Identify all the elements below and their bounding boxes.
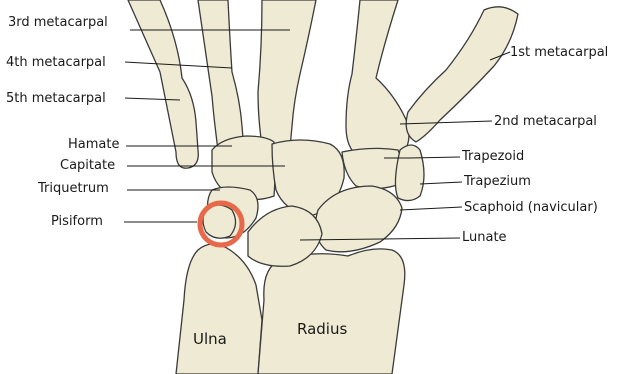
label-capitate: Capitate bbox=[60, 158, 115, 173]
label-triquetrum: Triquetrum bbox=[37, 181, 109, 196]
label-metacarpal-5: 5th metacarpal bbox=[6, 91, 106, 106]
metacarpal-5-bone bbox=[128, 0, 198, 168]
metacarpal-3-bone bbox=[258, 0, 316, 150]
label-hamate: Hamate bbox=[68, 137, 119, 152]
label-trapezium: Trapezium bbox=[463, 174, 531, 189]
radius-bone bbox=[258, 249, 405, 374]
leader-trapezium bbox=[420, 182, 462, 184]
trapezium-bone bbox=[395, 145, 424, 201]
trapezoid-bone bbox=[342, 148, 403, 188]
label-lunate: Lunate bbox=[462, 230, 507, 245]
label-metacarpal-4: 4th metacarpal bbox=[6, 55, 106, 70]
label-radius: Radius bbox=[297, 320, 347, 338]
label-metacarpal-2: 2nd metacarpal bbox=[494, 114, 597, 129]
label-trapezoid: Trapezoid bbox=[461, 149, 524, 164]
metacarpal-2-bone bbox=[346, 0, 409, 159]
label-scaphoid: Scaphoid (navicular) bbox=[464, 200, 598, 215]
ulna-bone bbox=[176, 244, 262, 374]
label-metacarpal-3: 3rd metacarpal bbox=[8, 15, 108, 30]
leader-scaphoid bbox=[400, 207, 462, 210]
label-ulna: Ulna bbox=[193, 330, 227, 348]
label-metacarpal-1: 1st metacarpal bbox=[510, 45, 608, 60]
metacarpal-4-bone bbox=[198, 0, 244, 154]
label-pisiform: Pisiform bbox=[51, 214, 103, 229]
